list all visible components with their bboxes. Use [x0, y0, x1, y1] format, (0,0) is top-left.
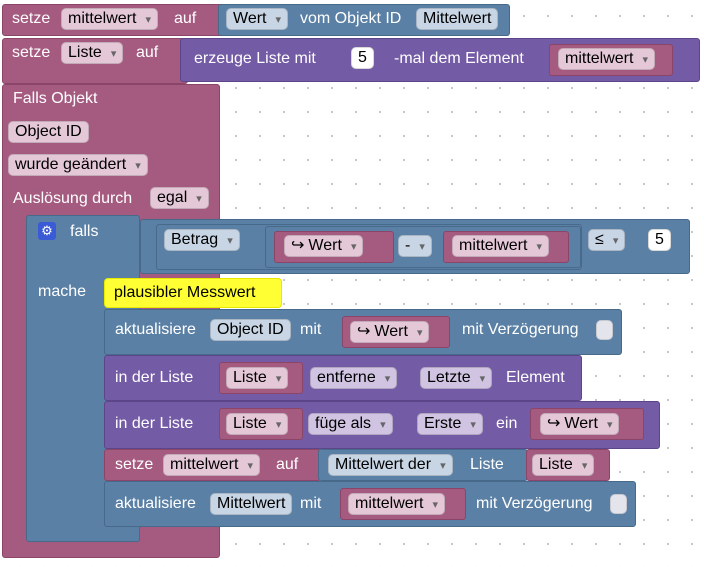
count-field[interactable]: 5	[351, 47, 374, 69]
delay-checkbox[interactable]	[610, 494, 627, 514]
variable-dropdown[interactable]: mittelwert	[452, 235, 550, 257]
on-label: auf	[174, 10, 197, 27]
change-type-dropdown[interactable]: wurde geändert	[8, 154, 148, 176]
comment-text: plausibler Messwert	[114, 284, 256, 301]
set-label: setze	[12, 10, 51, 27]
gear-icon[interactable]: ⚙	[38, 222, 56, 240]
in-list-label: in der Liste	[115, 415, 194, 432]
do-label: mache	[38, 283, 87, 300]
times-label: -mal dem Element	[394, 50, 524, 67]
with-label: mit	[300, 495, 322, 512]
variable-dropdown[interactable]: mittelwert	[558, 48, 656, 70]
set-label: setze	[12, 44, 51, 61]
list-position-dropdown[interactable]: Erste	[417, 413, 483, 435]
delay-checkbox[interactable]	[596, 320, 613, 340]
list-action-dropdown[interactable]: füge als	[308, 413, 393, 435]
from-object-label: vom Objekt ID	[300, 10, 402, 27]
list-label: Liste	[470, 456, 504, 473]
if-object-label: Falls Objekt	[13, 90, 98, 107]
in-label: ein	[496, 415, 518, 432]
update-label: aktualisiere	[115, 495, 196, 512]
on-label: auf	[136, 44, 159, 61]
event-value-dropdown[interactable]: ↪Wert	[284, 235, 364, 257]
with-label: mit	[300, 321, 322, 338]
create-list-label: erzeuge Liste mit	[194, 50, 316, 67]
comparison-dropdown[interactable]: ≤	[588, 229, 626, 251]
in-list-label: in der Liste	[115, 369, 194, 386]
comment-block[interactable]	[104, 278, 282, 308]
if-label: falls	[70, 223, 99, 240]
operator-dropdown[interactable]: -	[398, 235, 432, 257]
object-id-field[interactable]: Mittelwert	[210, 493, 293, 515]
element-label: Element	[506, 369, 565, 386]
object-id-field[interactable]: Object ID	[8, 121, 89, 143]
math-function-dropdown[interactable]: Mittelwert der	[328, 454, 453, 476]
variable-dropdown[interactable]: Liste	[226, 367, 289, 389]
event-value-dropdown[interactable]: ↪Wert	[350, 321, 430, 343]
object-id-field[interactable]: Object ID	[210, 319, 291, 341]
variable-dropdown[interactable]: mittelwert	[348, 493, 446, 515]
object-id-field[interactable]: Mittelwert	[416, 8, 499, 30]
on-label: auf	[276, 456, 299, 473]
list-action-dropdown[interactable]: entferne	[310, 367, 398, 389]
delay-label: mit Verzögerung	[476, 495, 593, 512]
property-dropdown[interactable]: Wert	[226, 8, 289, 30]
variable-dropdown[interactable]: Liste	[226, 413, 289, 435]
math-function-dropdown[interactable]: Betrag	[164, 229, 240, 251]
variable-dropdown[interactable]: mittelwert	[61, 8, 159, 30]
limit-field[interactable]: 5	[648, 229, 671, 251]
variable-dropdown[interactable]: Liste	[61, 42, 124, 64]
variable-dropdown[interactable]: Liste	[532, 454, 595, 476]
update-label: aktualisiere	[115, 321, 196, 338]
triggered-by-label: Auslösung durch	[13, 190, 133, 207]
variable-dropdown[interactable]: mittelwert	[163, 454, 261, 476]
list-position-dropdown[interactable]: Letzte	[420, 367, 493, 389]
delay-label: mit Verzögerung	[462, 321, 579, 338]
event-value-dropdown[interactable]: ↪Wert	[540, 413, 620, 435]
trigger-source-dropdown[interactable]: egal	[150, 187, 209, 209]
set-label: setze	[115, 456, 154, 473]
